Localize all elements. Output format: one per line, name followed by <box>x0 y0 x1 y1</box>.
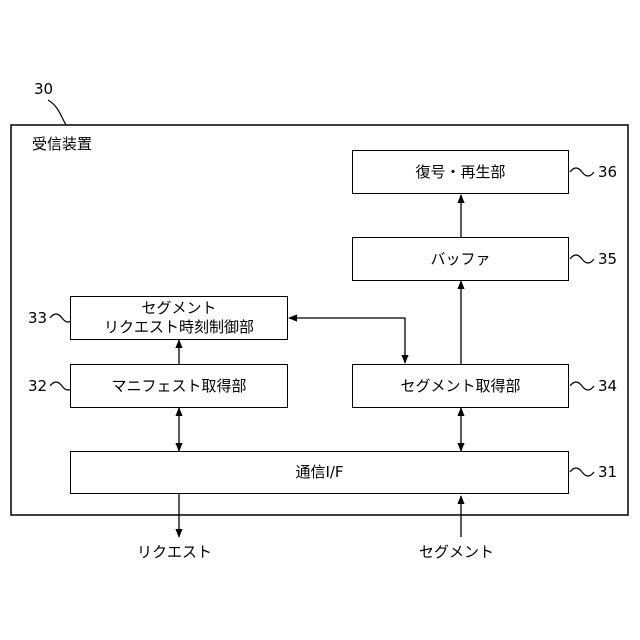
communication-if-block: 通信I/F <box>70 451 569 494</box>
request-time-control-block: セグメント リクエスト時刻制御部 <box>70 296 288 340</box>
ref-31: 31 <box>598 463 617 481</box>
buffer-block: バッファ <box>352 237 569 281</box>
arrow-control-to-segment <box>289 318 405 363</box>
ref-36: 36 <box>598 163 617 181</box>
leader-34 <box>570 382 594 390</box>
ref-34: 34 <box>598 377 617 395</box>
ref-30: 30 <box>34 80 53 98</box>
request-output-label: リクエスト <box>137 543 212 561</box>
request-time-control-line2: リクエスト時刻制御部 <box>104 318 254 337</box>
communication-if-label: 通信I/F <box>295 463 343 482</box>
segment-acquisition-label: セグメント取得部 <box>400 377 520 396</box>
ref-32: 32 <box>28 377 47 395</box>
request-time-control-line1: セグメント <box>141 299 216 318</box>
decode-playback-label: 復号・再生部 <box>415 163 505 182</box>
leader-36 <box>570 168 594 176</box>
buffer-label: バッファ <box>430 250 490 269</box>
ref-35: 35 <box>598 250 617 268</box>
leader-31 <box>570 468 594 476</box>
manifest-acquisition-block: マニフェスト取得部 <box>70 364 288 408</box>
manifest-acquisition-label: マニフェスト取得部 <box>111 377 246 396</box>
ref-33: 33 <box>28 309 47 327</box>
segment-acquisition-block: セグメント取得部 <box>352 364 569 408</box>
leader-30 <box>48 100 66 125</box>
receiver-title: 受信装置 <box>32 135 92 153</box>
leader-35 <box>570 255 594 263</box>
segment-input-label: セグメント <box>419 543 494 561</box>
decode-playback-block: 復号・再生部 <box>352 150 569 194</box>
